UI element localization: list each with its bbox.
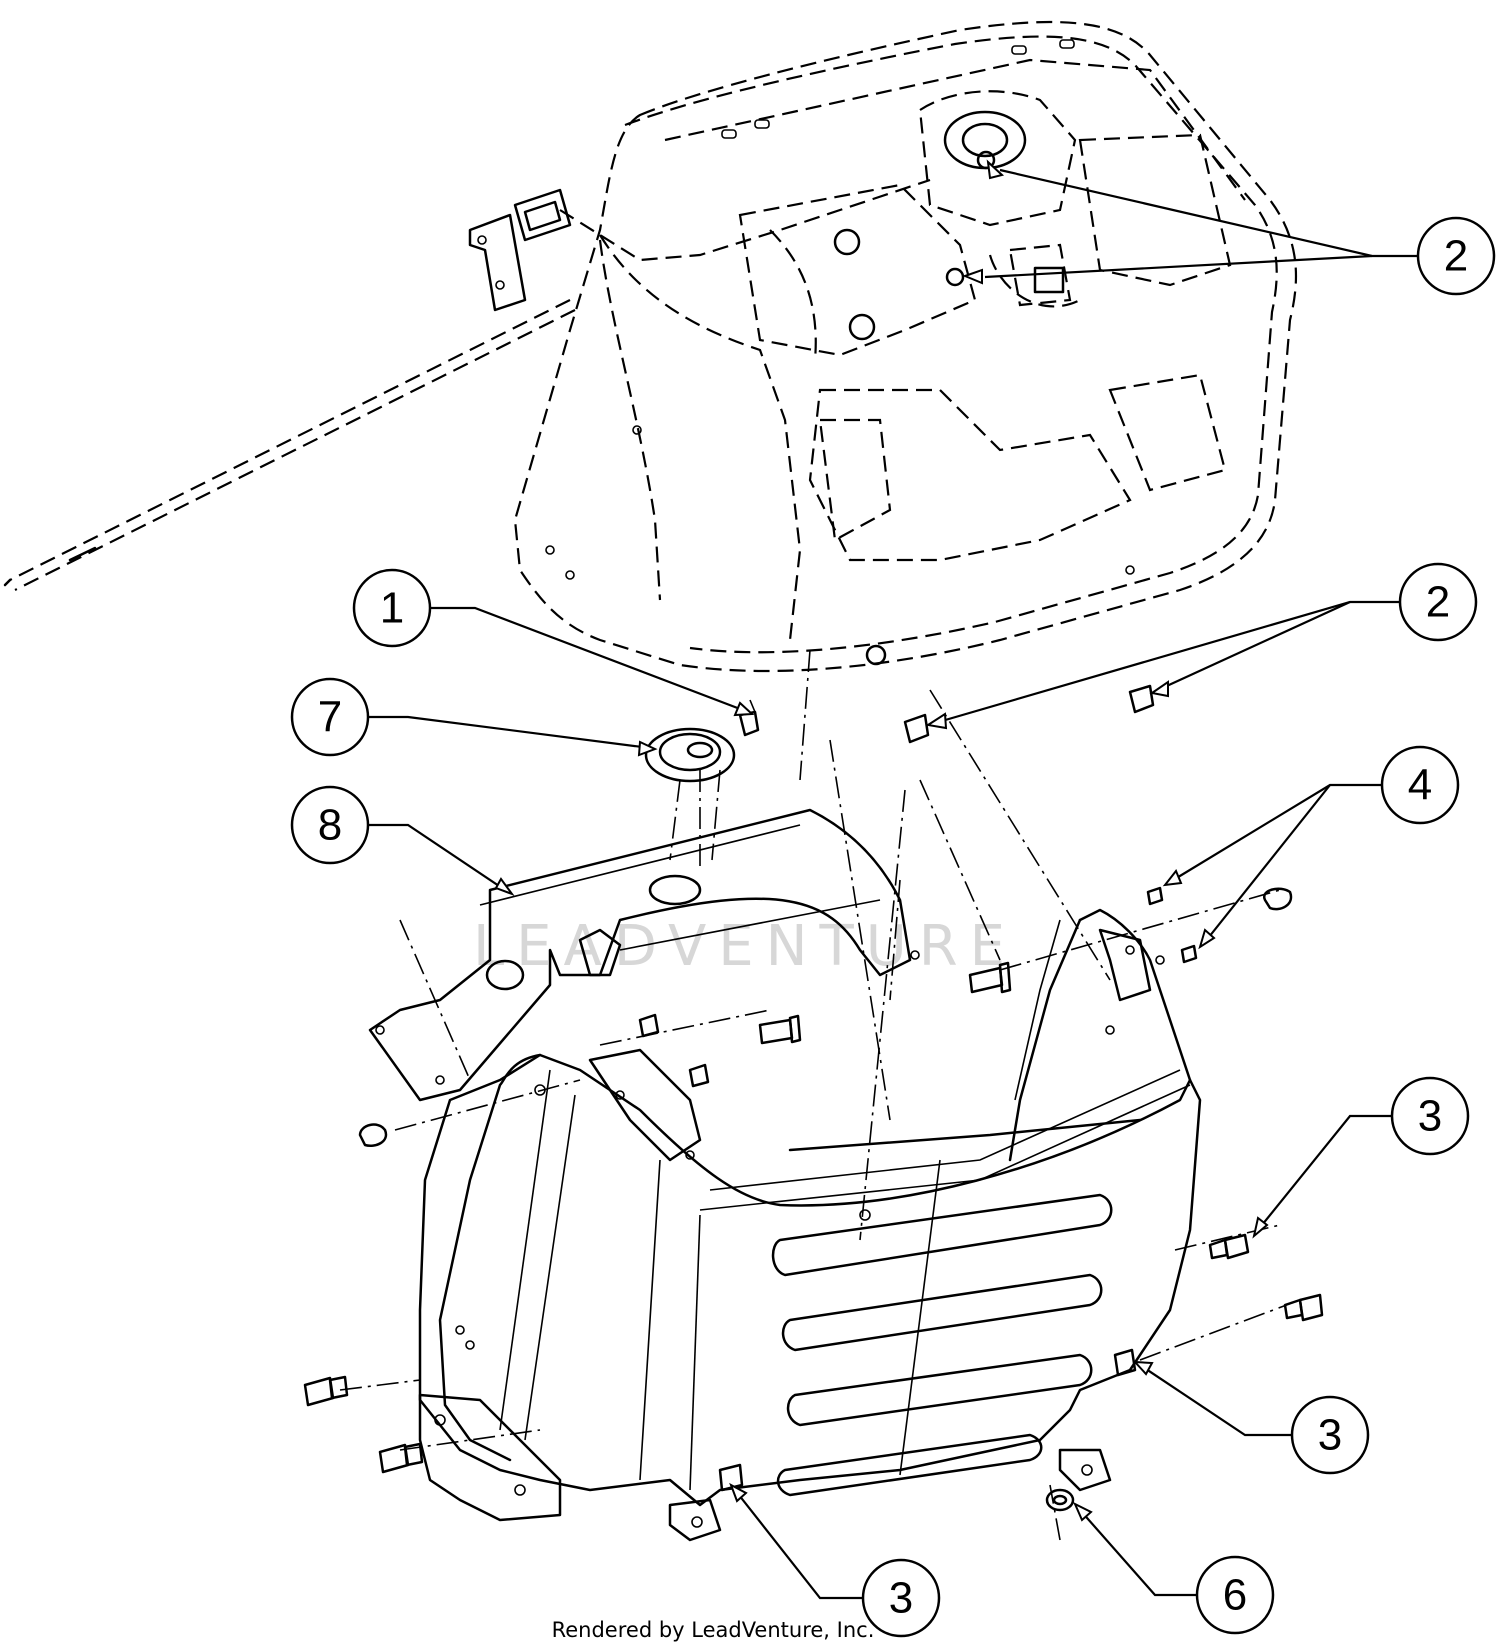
callout-8[interactable]: 8 — [290, 785, 370, 865]
svg-text:6: 6 — [1223, 1571, 1247, 1620]
assembly-centerlines — [339, 649, 1301, 1541]
callout-3-right-lower[interactable]: 3 — [1290, 1395, 1370, 1475]
callout-3-bottom[interactable]: 3 — [861, 1558, 941, 1638]
callout-4[interactable]: 4 — [1380, 745, 1460, 825]
callout-3-right-upper[interactable]: 3 — [1390, 1076, 1470, 1156]
svg-text:2: 2 — [1426, 578, 1450, 627]
footer-credit: Rendered by LeadVenture, Inc. — [552, 1618, 875, 1642]
svg-text:8: 8 — [318, 801, 342, 850]
callout-2-lower[interactable]: 2 — [1398, 562, 1478, 642]
dash-panel — [368, 808, 920, 1102]
svg-text:7: 7 — [318, 693, 342, 742]
callout-7[interactable]: 7 — [290, 677, 370, 757]
fuel-gauge-grommet — [644, 699, 760, 861]
callout-group: 2 2 1 7 8 — [290, 159, 1496, 1638]
svg-text:4: 4 — [1408, 761, 1432, 810]
svg-text:1: 1 — [380, 584, 404, 633]
callout-2-upper[interactable]: 2 — [1416, 216, 1496, 296]
throttle-cable — [3, 188, 576, 591]
watermark-text: LEADVENTURE — [473, 914, 1017, 979]
screw-fasteners-2 — [903, 684, 1155, 744]
svg-text:3: 3 — [1318, 1411, 1342, 1460]
svg-text:3: 3 — [1418, 1092, 1442, 1141]
callout-6[interactable]: 6 — [1195, 1555, 1275, 1635]
svg-text:2: 2 — [1444, 232, 1468, 281]
callout-1[interactable]: 1 — [352, 568, 432, 648]
svg-text:3: 3 — [889, 1574, 913, 1623]
lower-front-panel — [418, 908, 1202, 1542]
hex-bolts-and-nuts — [303, 886, 1324, 1512]
fuel-tank-outline — [513, 20, 1298, 673]
